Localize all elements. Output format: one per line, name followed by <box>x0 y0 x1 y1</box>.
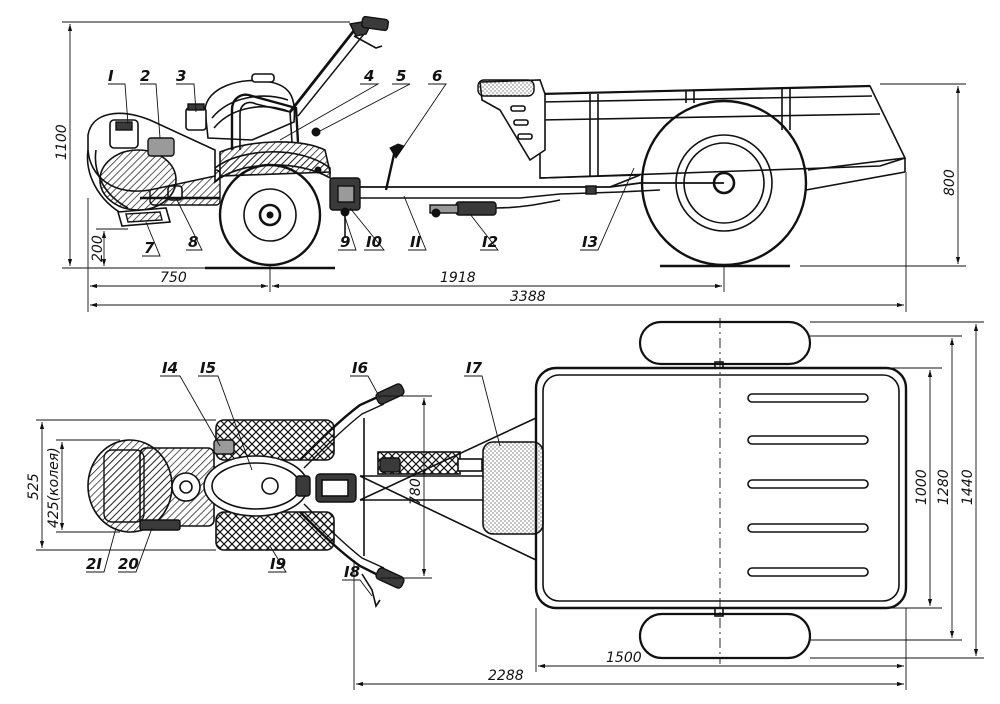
callout-2: 2 <box>140 67 150 85</box>
callout-21: 2I <box>86 555 102 573</box>
drawbar-top <box>359 417 537 561</box>
brake-cylinder <box>455 201 497 216</box>
tractor-wheel-top-lower <box>215 511 335 551</box>
hitch-side <box>329 143 405 238</box>
callout-leaders-side <box>108 83 635 257</box>
callout-20: 20 <box>118 555 139 573</box>
callout-14: I4 <box>162 359 178 377</box>
callout-11: II <box>410 233 422 251</box>
trailer-seat-top <box>482 441 544 535</box>
dimension-lines-side <box>62 21 966 312</box>
dim-tractor-width: 525 <box>26 473 42 500</box>
callout-13: I3 <box>582 233 598 251</box>
callout-4: 4 <box>363 67 374 85</box>
engine-top <box>87 439 215 533</box>
dim-trailer-height: 800 <box>942 169 958 196</box>
callout-3: 3 <box>176 67 186 85</box>
dim-overall-width: 1440 <box>960 469 976 505</box>
callout-5: 5 <box>396 67 406 85</box>
callout-16: I6 <box>352 359 368 377</box>
callout-8: 8 <box>188 233 198 251</box>
callout-6: 6 <box>432 67 442 85</box>
dim-ground-clearance: 200 <box>90 235 106 262</box>
callout-9: 9 <box>340 233 350 251</box>
dim-track-gauge: 425(колея) <box>46 447 62 528</box>
trailer-wheel-top-upper <box>638 320 812 366</box>
trailer-wheel-top-lower <box>638 612 812 660</box>
drawbar-side <box>360 174 724 218</box>
rear-cover-side <box>219 141 331 177</box>
callout-10: I0 <box>366 233 382 251</box>
dim-overall-length: 3388 <box>510 289 546 305</box>
trailer-platform-top <box>534 318 908 664</box>
dim-front-overhang: 750 <box>160 270 187 286</box>
callout-1: I <box>108 67 114 85</box>
callout-15: I5 <box>200 359 216 377</box>
callout-12: I2 <box>482 233 498 251</box>
callout-18: I8 <box>344 563 360 581</box>
dimension-lines-top <box>36 321 984 690</box>
tractor-wheel-side <box>218 163 322 267</box>
fuel-tank-top <box>203 439 311 517</box>
dim-trailer-outer-width: 1280 <box>936 469 952 505</box>
trailer-body-side <box>477 79 907 191</box>
dim-handle-span: 780 <box>408 478 424 505</box>
callout-leaders-top <box>86 375 501 597</box>
callout-17: I7 <box>466 359 483 377</box>
dim-height-total: 1100 <box>54 124 70 160</box>
side-view: I 2 3 4 5 6 7 8 9 I0 II I2 I3 <box>54 15 966 312</box>
engine-side <box>86 112 216 227</box>
handlebar-top <box>299 383 405 608</box>
dim-trailer-total-length: 2288 <box>488 668 524 684</box>
top-view: I4 I5 I6 I7 I8 I9 20 2I <box>26 318 984 690</box>
callout-7: 7 <box>144 239 155 257</box>
dim-trailer-body-length: 1500 <box>606 650 642 666</box>
handlebar-side <box>230 15 390 174</box>
tractor-wheel-top-upper <box>215 419 335 461</box>
callout-19: I9 <box>270 555 286 573</box>
dim-trailer-width: 1000 <box>914 469 930 505</box>
dim-wheelbase: 1918 <box>440 270 476 286</box>
